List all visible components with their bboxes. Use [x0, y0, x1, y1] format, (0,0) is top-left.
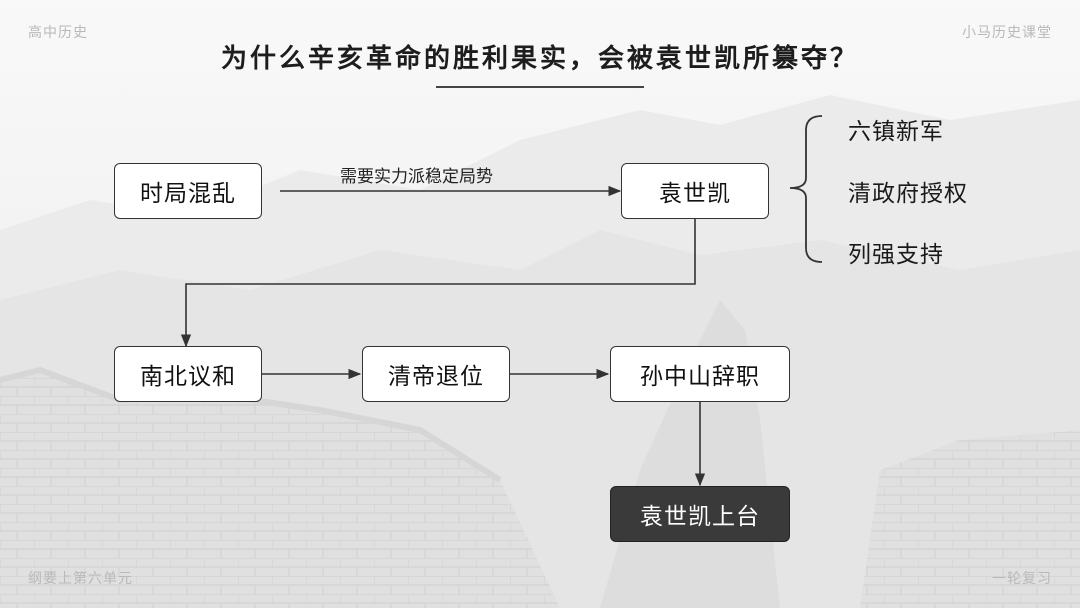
- node-chaos: 时局混乱: [114, 163, 262, 219]
- edge-label-stability: 需要实力派稳定局势: [340, 167, 493, 187]
- factor-foreign-support: 列强支持: [848, 242, 944, 268]
- arrow-yuan-to-talks: [180, 219, 696, 348]
- node-north-south-talks: 南北议和: [114, 346, 262, 402]
- header-left-label: 高中历史: [28, 25, 88, 41]
- header-right-label: 小马历史课堂: [962, 25, 1052, 41]
- footer-right-label: 一轮复习: [992, 571, 1052, 587]
- node-sun-resigns: 孙中山辞职: [610, 346, 790, 402]
- title-underline: [436, 86, 644, 88]
- factor-new-army: 六镇新军: [848, 119, 944, 145]
- factor-qing-authorization: 清政府授权: [848, 181, 968, 207]
- slide-title: 为什么辛亥革命的胜利果实，会被袁世凯所篡夺？: [220, 44, 859, 74]
- factors-brace: [789, 115, 823, 263]
- footer-left-label: 纲要上第六单元: [28, 571, 133, 587]
- node-yuan-shikai: 袁世凯: [621, 163, 769, 219]
- node-yuan-takes-power: 袁世凯上台: [610, 486, 790, 542]
- node-emperor-abdication: 清帝退位: [362, 346, 510, 402]
